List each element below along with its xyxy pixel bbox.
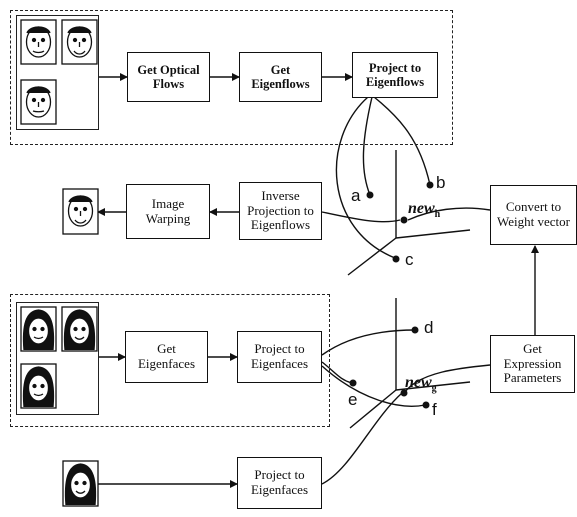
point-a-label: a [351, 186, 361, 205]
point-f-label: f [432, 400, 437, 419]
curve-to-c [335, 96, 396, 259]
inverse-projection-box: Inverse Projection to Eigenflows [239, 182, 322, 240]
get-eigenflows-box: Get Eigenflows [239, 52, 322, 102]
point-e-dot [349, 379, 357, 387]
face-icon [61, 306, 98, 352]
point-c-label: c [405, 250, 414, 269]
face-icon [61, 19, 98, 65]
curve-inverse-to-newh [321, 211, 401, 223]
curve-to-d [321, 329, 416, 356]
convert-to-weight-box: Convert to Weight vector [490, 185, 577, 245]
point-e-label: e [348, 390, 358, 409]
eigenflow-training-group [10, 10, 453, 145]
point-c-dot [392, 255, 400, 263]
get-optical-flows-box: Get Optical Flows [127, 52, 210, 102]
point-f-dot [422, 401, 430, 409]
curve-to-f [321, 365, 426, 407]
curve-to-b [373, 96, 431, 186]
face-icon [20, 363, 57, 409]
curve-expression-to-newg [404, 364, 491, 393]
curve-to-e [321, 361, 353, 384]
point-d-label: d [424, 318, 434, 337]
curve-bottom-project-to-newg [321, 392, 403, 485]
project-to-eigenfaces-bottom-box: Project to Eigenfaces [237, 457, 322, 509]
curve-to-a [362, 96, 373, 196]
new-g-label: newg [405, 374, 437, 395]
point-newh-dot [400, 216, 408, 224]
project-to-eigenflows-box: Project to Eigenflows [352, 52, 438, 98]
axis-h-diagonal [347, 237, 397, 276]
point-a-dot [366, 191, 374, 199]
get-expression-parameters-box: Get Expression Parameters [490, 335, 575, 393]
male-faces-frame [16, 15, 99, 130]
curve-convert-to-newh [407, 207, 491, 221]
get-eigenfaces-box: Get Eigenfaces [125, 331, 208, 383]
point-b-dot [426, 181, 434, 189]
face-icon [20, 306, 57, 352]
axis-g-diagonal [349, 389, 397, 429]
image-warping-box: Image Warping [126, 184, 210, 239]
project-to-eigenfaces-box: Project to Eigenfaces [237, 331, 322, 383]
face-icon [20, 19, 57, 65]
eigenface-training-group [10, 294, 330, 427]
point-b-label: b [436, 173, 446, 192]
new-h-label: newh [408, 200, 441, 221]
face-icon [62, 188, 99, 235]
face-icon [20, 79, 57, 125]
point-newg-dot [400, 389, 408, 397]
female-faces-frame [16, 302, 99, 415]
face-icon [62, 460, 99, 507]
axis-h-horizontal [395, 229, 471, 239]
point-d-dot [411, 326, 419, 334]
